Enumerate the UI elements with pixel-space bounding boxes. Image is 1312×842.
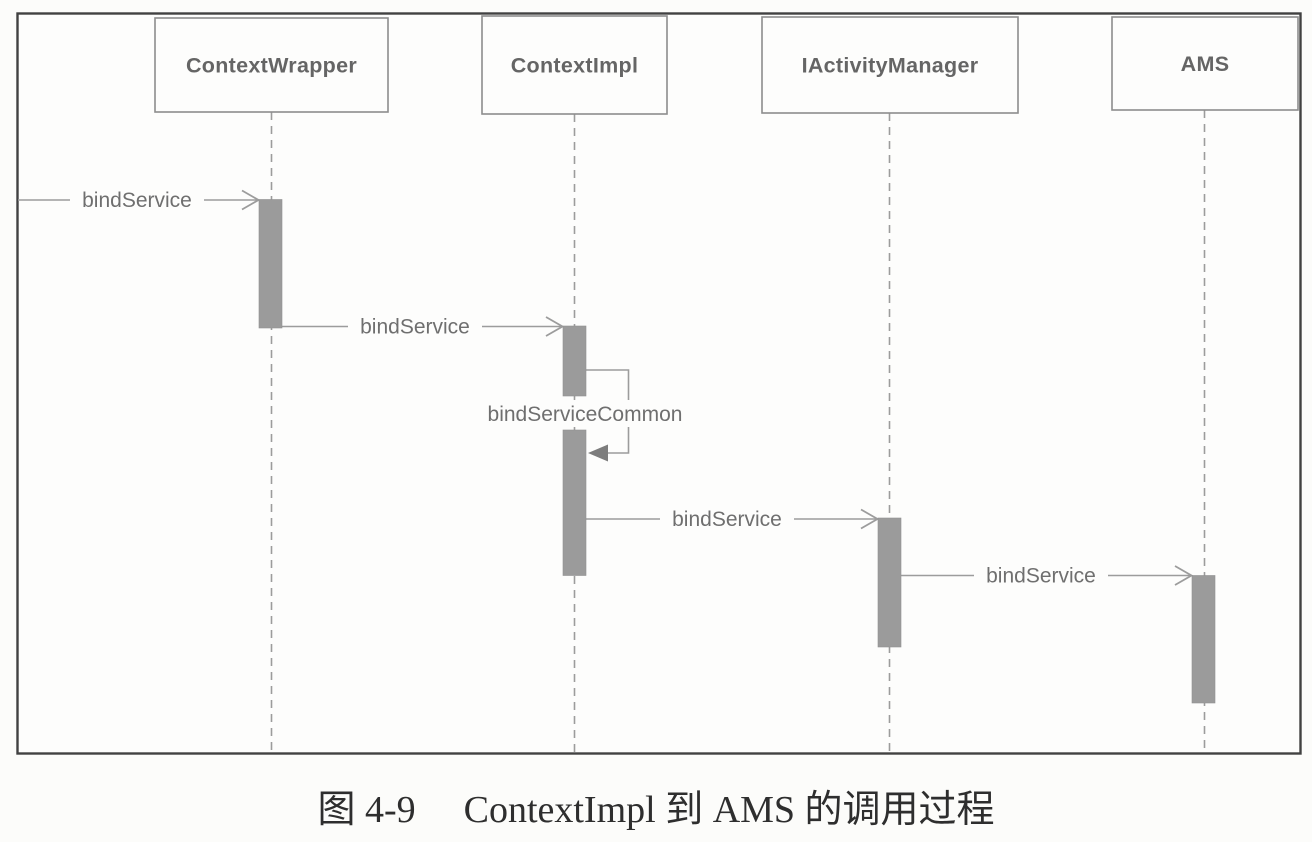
- message-bindservice-4: bindService: [901, 562, 1194, 589]
- message-label: bindService: [672, 508, 782, 531]
- participant-box: [154, 17, 389, 113]
- participant-label: ContextWrapper: [186, 54, 357, 78]
- participant-box: [1111, 16, 1299, 111]
- participant-box: [761, 16, 1019, 114]
- message-bindservice-3: bindService: [586, 505, 880, 533]
- label-backing: [461, 400, 709, 427]
- caption-title: ContextImpl 到 AMS 的调用过程: [463, 789, 995, 831]
- label-backing: [348, 313, 482, 340]
- message-bindservice-1: bindService: [18, 186, 261, 214]
- message-label: bindServiceCommon: [488, 403, 683, 426]
- label-backing: [660, 505, 794, 533]
- figure-caption: 图 4-9 ContextImpl 到 AMS 的调用过程: [0, 778, 1312, 833]
- message-bindservice-2: bindService: [282, 313, 565, 340]
- activation-bar-ams: [1191, 575, 1216, 704]
- arrow-head-icon: [241, 189, 261, 211]
- activation-bar-contextimpl-2: [562, 429, 587, 576]
- caption-number: 图 4-9: [317, 789, 416, 831]
- activation-bar-contextimpl-1: [562, 325, 587, 397]
- participant-label: ContextImpl: [511, 54, 639, 78]
- participant-label: IActivityManager: [802, 54, 979, 78]
- participant-box: [481, 15, 668, 115]
- arrow-head-icon: [1174, 565, 1194, 586]
- message-label: bindService: [82, 189, 192, 212]
- label-backing: [974, 562, 1108, 589]
- label-backing: [70, 186, 204, 214]
- activation-bar-contextwrapper: [258, 199, 283, 329]
- arrow-head-solid-icon: [588, 444, 608, 462]
- message-label: bindService: [360, 316, 470, 339]
- participant-label: AMS: [1181, 52, 1230, 76]
- arrow-head-icon: [545, 316, 565, 337]
- message-label: bindService: [986, 565, 1096, 588]
- activation-bar-iactivitymanager: [877, 517, 902, 648]
- participant-contextimpl: ContextImpl: [481, 15, 668, 115]
- diagram-frame: [16, 12, 1302, 755]
- message-bindservicecommon-self: bindServiceCommon: [461, 369, 709, 462]
- participant-iactivitymanager: IActivityManager: [761, 16, 1019, 114]
- participant-ams: AMS: [1111, 16, 1299, 111]
- participant-contextwrapper: ContextWrapper: [154, 17, 389, 113]
- arrow-head-icon: [860, 508, 880, 530]
